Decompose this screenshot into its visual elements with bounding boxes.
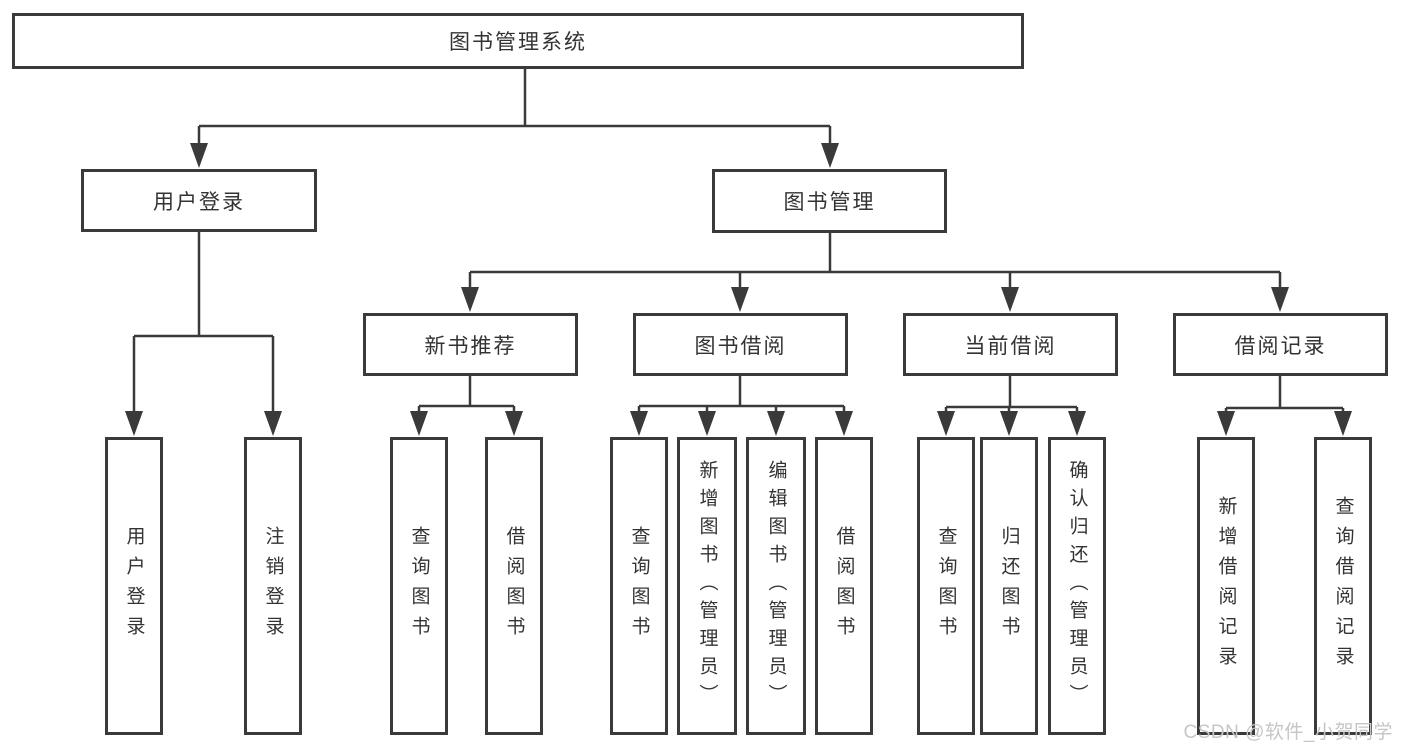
node-new-book-recommend: 新书推荐 xyxy=(363,313,578,376)
leaf-return-book-label: 归还图书 xyxy=(998,526,1020,646)
node-borrow-records-label: 借阅记录 xyxy=(1234,334,1327,358)
leaf-query-books-recommend-label: 查询图书 xyxy=(408,526,430,646)
leaf-query-books-current-label: 查询图书 xyxy=(935,526,957,646)
edge-book-mgmt-split xyxy=(468,233,1282,290)
arrow-down-icon xyxy=(410,411,428,436)
leaf-add-borrow-record: 新增借阅记录 xyxy=(1197,437,1255,735)
node-book-management-label: 图书管理 xyxy=(783,191,876,214)
node-book-borrow-label: 图书借阅 xyxy=(694,334,787,358)
arrow-down-icon xyxy=(1217,411,1235,436)
node-new-book-recommend-label: 新书推荐 xyxy=(424,334,517,358)
arrow-down-icon xyxy=(1068,411,1086,436)
leaf-query-books-borrow: 查询图书 xyxy=(610,437,668,735)
root-node-label: 图书管理系统 xyxy=(449,31,587,54)
edge-borrow-records-split xyxy=(1224,376,1345,414)
leaf-add-borrow-record-label: 新增借阅记录 xyxy=(1215,496,1237,676)
leaf-borrow-books-recommend: 借阅图书 xyxy=(485,437,543,735)
arrow-down-icon xyxy=(461,287,479,312)
leaf-edit-book-admin-label: 编辑图书（管理员） xyxy=(765,460,787,712)
arrow-down-icon xyxy=(698,411,716,436)
arrow-down-icon xyxy=(264,411,282,436)
leaf-query-books-borrow-label: 查询图书 xyxy=(628,526,650,646)
node-book-borrow: 图书借阅 xyxy=(633,313,848,376)
node-borrow-records: 借阅记录 xyxy=(1173,313,1388,376)
node-book-management: 图书管理 xyxy=(712,169,947,233)
node-current-borrow: 当前借阅 xyxy=(903,313,1118,376)
node-user-login-label: 用户登录 xyxy=(153,190,245,214)
leaf-confirm-return-admin-label: 确认归还（管理员） xyxy=(1066,460,1088,712)
arrow-down-icon xyxy=(1334,411,1352,436)
arrow-down-icon xyxy=(835,411,853,436)
leaf-user-login-label: 用户登录 xyxy=(123,526,145,646)
arrow-down-icon xyxy=(125,411,143,436)
leaf-user-login: 用户登录 xyxy=(105,437,163,735)
arrow-down-icon xyxy=(1000,411,1018,436)
arrow-down-icon xyxy=(731,287,749,312)
leaf-query-borrow-record-label: 查询借阅记录 xyxy=(1332,496,1354,676)
leaf-add-book-admin: 新增图书（管理员） xyxy=(677,437,737,735)
arrow-down-icon xyxy=(767,411,785,436)
leaf-logout-label: 注销登录 xyxy=(262,526,284,646)
leaf-confirm-return-admin: 确认归还（管理员） xyxy=(1048,437,1106,735)
arrow-down-icon xyxy=(505,411,523,436)
arrow-down-icon xyxy=(1271,287,1289,312)
node-user-login: 用户登录 xyxy=(81,169,317,232)
edge-new-book-split xyxy=(417,376,516,414)
arrow-down-icon xyxy=(630,411,648,436)
leaf-query-borrow-record: 查询借阅记录 xyxy=(1314,437,1372,735)
leaf-edit-book-admin: 编辑图书（管理员） xyxy=(746,437,806,735)
arrow-down-icon xyxy=(190,143,208,168)
leaf-return-book: 归还图书 xyxy=(980,437,1038,735)
leaf-borrow-books-borrow: 借阅图书 xyxy=(815,437,873,735)
leaf-query-books-current: 查询图书 xyxy=(917,437,975,735)
edge-user-login-split xyxy=(132,232,275,414)
csdn-watermark: CSDN @软件_小贺同学 xyxy=(1183,722,1393,743)
arrow-down-icon xyxy=(821,143,839,168)
edge-book-borrow-split xyxy=(637,376,846,414)
root-node: 图书管理系统 xyxy=(12,13,1024,69)
edge-current-borrow-split xyxy=(944,376,1079,414)
leaf-query-books-recommend: 查询图书 xyxy=(390,437,448,735)
node-current-borrow-label: 当前借阅 xyxy=(964,334,1057,358)
leaf-borrow-books-recommend-label: 借阅图书 xyxy=(503,526,525,646)
arrow-down-icon xyxy=(937,411,955,436)
leaf-add-book-admin-label: 新增图书（管理员） xyxy=(696,460,718,712)
edge-root-split xyxy=(197,69,832,146)
leaf-borrow-books-borrow-label: 借阅图书 xyxy=(833,526,855,646)
arrowheads xyxy=(125,143,1352,436)
arrow-down-icon xyxy=(1001,287,1019,312)
leaf-logout: 注销登录 xyxy=(244,437,302,735)
